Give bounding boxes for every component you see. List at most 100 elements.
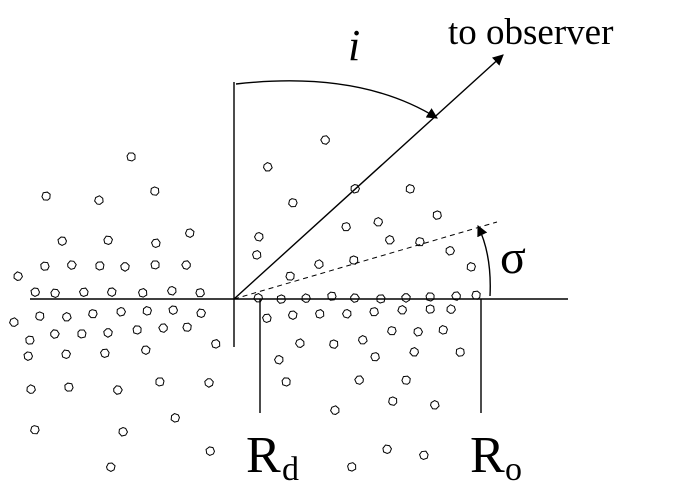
- dust-grain: [41, 191, 51, 201]
- dust-grain: [103, 235, 114, 245]
- dust-grain: [385, 235, 395, 245]
- dust-grain: [358, 334, 368, 345]
- dust-grain: [432, 210, 442, 220]
- rd-label-main: R: [246, 427, 281, 481]
- dust-grain: [314, 259, 324, 269]
- dust-grain: [62, 311, 72, 322]
- dust-grain: [455, 347, 465, 357]
- dust-grain: [78, 287, 89, 297]
- dust-grain: [263, 162, 273, 172]
- dust-grain: [25, 335, 35, 345]
- dust-grain: [132, 325, 142, 335]
- dust-grain: [401, 375, 411, 385]
- dust-grain: [35, 311, 45, 321]
- dust-grain: [287, 310, 298, 321]
- dust-grain: [438, 325, 448, 335]
- dust-grain: [276, 294, 286, 304]
- dust-grain: [50, 288, 61, 298]
- dust-grain: [57, 236, 68, 247]
- dust-grain: [285, 271, 295, 281]
- dust-grain: [211, 339, 221, 349]
- ro-label: R o: [470, 427, 522, 481]
- dust-grain: [301, 293, 311, 303]
- dust-grain: [170, 412, 180, 423]
- sigma-label: σ: [500, 231, 526, 284]
- sigma-dashed-line: [233, 221, 498, 300]
- dust-grain: [67, 260, 77, 270]
- dust-grain: [204, 378, 214, 388]
- dust-grain: [430, 399, 440, 410]
- dust-grain: [387, 326, 397, 336]
- dust-grain: [413, 326, 424, 337]
- dust-grain: [350, 293, 360, 303]
- dust-grain: [354, 375, 364, 385]
- dust-grain: [23, 351, 34, 362]
- dust-grain: [99, 348, 110, 358]
- dust-grain: [106, 287, 117, 298]
- dust-grain: [140, 345, 151, 356]
- dust-grain: [253, 231, 264, 242]
- dust-grain: [409, 347, 419, 357]
- dust-grain: [94, 195, 104, 205]
- dust-grain: [61, 349, 72, 360]
- dust-grain: [205, 446, 216, 457]
- dust-grain: [466, 262, 476, 272]
- dust-grain-cloud: [9, 135, 481, 473]
- dust-grain: [382, 444, 393, 455]
- dust-grain: [26, 384, 36, 394]
- dust-grain: [401, 293, 411, 303]
- dust-grain: [181, 260, 191, 270]
- dust-grain: [253, 292, 263, 303]
- dust-grain: [77, 329, 87, 339]
- dust-grain: [252, 250, 262, 260]
- dust-grain: [347, 462, 357, 472]
- dust-grain: [196, 308, 207, 318]
- dust-grain: [471, 290, 481, 300]
- dust-grain: [388, 396, 398, 406]
- dust-grain: [329, 339, 339, 349]
- dust-grain: [150, 186, 160, 196]
- dust-grain: [184, 228, 195, 239]
- inclination-arc: [235, 80, 438, 119]
- dust-grain: [30, 287, 41, 298]
- dust-grain: [166, 285, 177, 296]
- dust-grain: [295, 338, 305, 348]
- dust-grain: [88, 309, 98, 319]
- dust-grain: [155, 377, 165, 387]
- dust-grain: [397, 305, 407, 315]
- dust-grain: [138, 288, 148, 298]
- dust-grain: [9, 317, 19, 327]
- dust-grain: [281, 377, 291, 387]
- dust-grain: [405, 184, 415, 194]
- dust-grain: [150, 238, 161, 249]
- rd-label: R d: [246, 427, 299, 481]
- dust-grain: [376, 294, 386, 304]
- dust-grain: [142, 306, 152, 316]
- dust-grain: [349, 255, 359, 265]
- dust-grain: [13, 271, 23, 281]
- rd-label-subscript: d: [282, 451, 299, 481]
- dust-grain: [158, 323, 168, 333]
- dust-grain: [341, 222, 351, 232]
- dust-grain: [30, 425, 40, 435]
- dust-grain: [105, 462, 116, 473]
- dust-grain: [95, 261, 105, 271]
- inclination-label: i: [348, 21, 360, 70]
- dust-grain: [113, 385, 123, 395]
- dust-grain: [103, 328, 113, 338]
- dust-grain: [446, 304, 456, 314]
- dust-grain: [288, 198, 298, 208]
- dust-grain: [116, 306, 127, 317]
- dust-grain: [445, 245, 456, 256]
- dust-grain: [150, 260, 160, 270]
- dust-grain: [168, 305, 179, 316]
- dust-grain: [261, 313, 272, 323]
- dust-grain: [320, 135, 330, 145]
- dust-grain: [195, 288, 205, 298]
- ro-label-main: R: [470, 427, 505, 481]
- dust-grain: [451, 291, 461, 301]
- dust-grain: [370, 352, 380, 362]
- dust-grain: [369, 307, 379, 317]
- dust-grain: [341, 308, 352, 319]
